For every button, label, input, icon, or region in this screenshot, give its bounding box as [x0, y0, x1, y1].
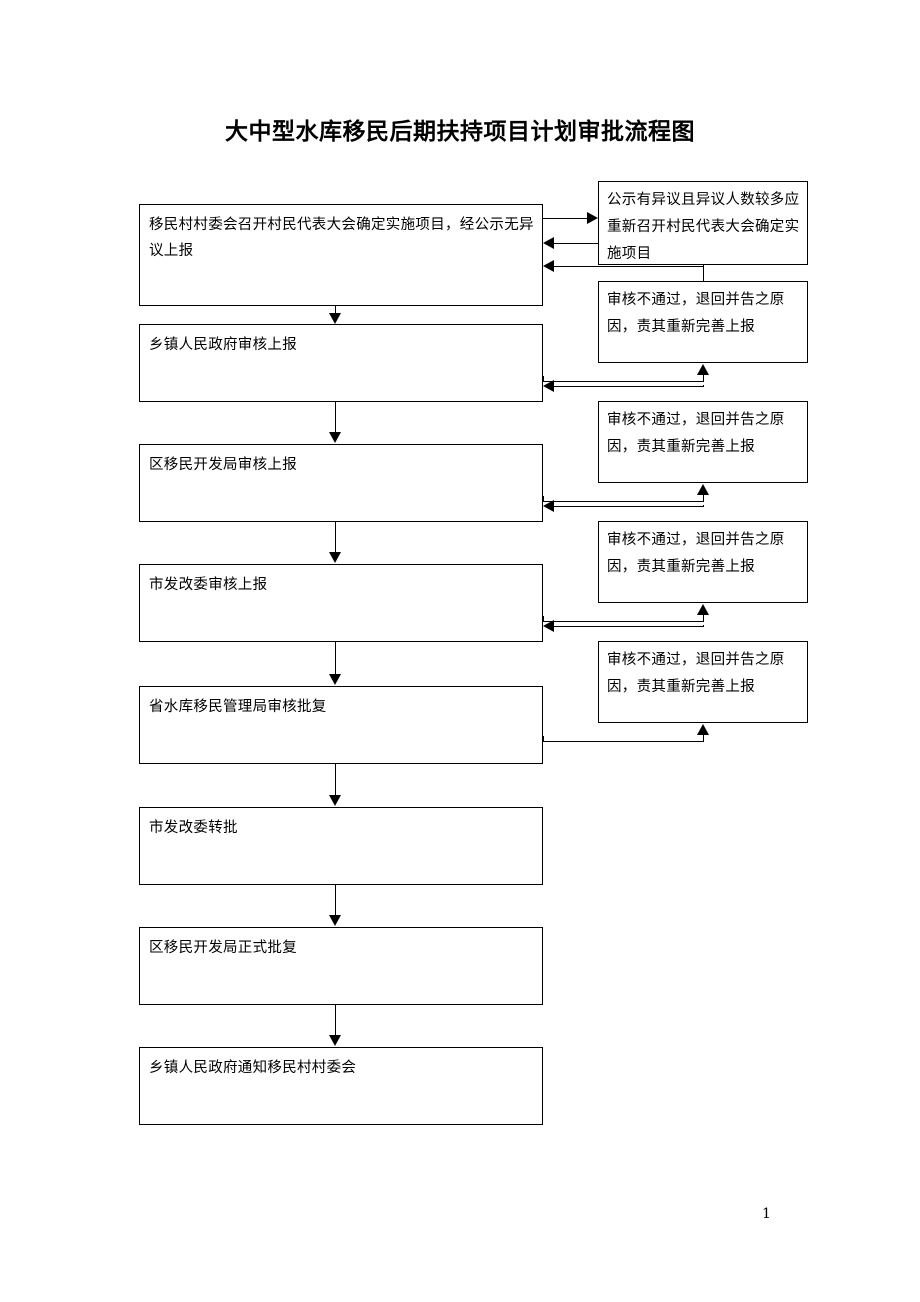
connector-step5-to-note5-riser [543, 736, 544, 742]
flow-node-label: 乡镇人民政府审核上报 [149, 337, 297, 353]
flow-note-label: 审核不通过，退回并告之原因，责其重新完善上报 [607, 412, 785, 455]
flow-node-step7[interactable]: 区移民开发局正式批复 [139, 927, 543, 1005]
flow-node-label: 市发改委审核上报 [149, 577, 268, 593]
connector-step3-to-note3-up [703, 494, 704, 502]
connector-step6-step7 [335, 885, 336, 916]
arrow-left-icon [543, 237, 554, 249]
arrow-down-icon [329, 432, 341, 443]
arrow-up-icon [697, 484, 709, 495]
arrow-down-icon [329, 1035, 341, 1046]
flow-node-label: 区移民开发局审核上报 [149, 457, 297, 473]
connector-step4-step5 [335, 642, 336, 675]
flow-note-label: 审核不通过，退回并告之原因，责其重新完善上报 [607, 532, 785, 575]
flow-note-note1[interactable]: 公示有异议且异议人数较多应重新召开村民代表大会确定实施项目 [598, 181, 808, 265]
flow-node-step5[interactable]: 省水库移民管理局审核批复 [139, 686, 543, 764]
connector-note2-riser [703, 265, 704, 282]
flow-node-step8[interactable]: 乡镇人民政府通知移民村村委会 [139, 1047, 543, 1125]
flow-node-step2[interactable]: 乡镇人民政府审核上报 [139, 324, 543, 402]
connector-step4-to-note4 [543, 621, 703, 622]
connector-note1-to-step1 [549, 243, 598, 244]
connector-step5-to-note5-up [703, 734, 704, 742]
arrow-left-icon [543, 380, 554, 392]
flow-note-label: 审核不通过，退回并告之原因，责其重新完善上报 [607, 292, 785, 335]
flow-node-step3[interactable]: 区移民开发局审核上报 [139, 444, 543, 522]
arrow-down-icon [329, 552, 341, 563]
flow-note-label: 公示有异议且异议人数较多应重新召开村民代表大会确定实施项目 [607, 192, 800, 262]
flow-node-label: 区移民开发局正式批复 [149, 940, 297, 956]
connector-step2-step3 [335, 402, 336, 433]
flow-note-note4[interactable]: 审核不通过，退回并告之原因，责其重新完善上报 [598, 521, 808, 603]
connector-step4-to-note4-up [703, 614, 704, 622]
page-number: 1 [762, 1206, 771, 1222]
connector-note2-to-step1 [549, 266, 704, 267]
arrow-down-icon [329, 795, 341, 806]
flow-note-note2[interactable]: 审核不通过，退回并告之原因，责其重新完善上报 [598, 281, 808, 363]
arrow-down-icon [329, 915, 341, 926]
connector-step7-step8 [335, 1005, 336, 1036]
flow-note-note5[interactable]: 审核不通过，退回并告之原因，责其重新完善上报 [598, 641, 808, 723]
flow-node-label: 乡镇人民政府通知移民村村委会 [149, 1060, 357, 1076]
arrow-up-icon [697, 724, 709, 735]
flow-node-label: 移民村村委会召开村民代表大会确定实施项目，经公示无异议上报 [149, 217, 534, 259]
flow-node-step6[interactable]: 市发改委转批 [139, 807, 543, 885]
connector-step2-to-note2 [543, 381, 703, 382]
flow-node-label: 省水库移民管理局审核批复 [149, 699, 327, 715]
connector-step4-to-note4-riser [543, 616, 544, 622]
flow-note-note3[interactable]: 审核不通过，退回并告之原因，责其重新完善上报 [598, 401, 808, 483]
connector-step2-to-note2-up [703, 374, 704, 382]
flow-node-step4[interactable]: 市发改委审核上报 [139, 564, 543, 642]
connector-step2-to-note2-riser [543, 376, 544, 382]
connector-note3-to-step2 [549, 386, 704, 387]
connector-step1-to-note1 [543, 218, 590, 219]
connector-note5-to-step4 [549, 626, 704, 627]
connector-step1-step2 [335, 306, 336, 314]
arrow-left-icon [543, 260, 554, 272]
arrow-up-icon [697, 364, 709, 375]
connector-step5-to-note5 [543, 741, 703, 742]
connector-note4-to-step3 [549, 506, 704, 507]
arrow-left-icon [543, 620, 554, 632]
connector-step3-to-note3 [543, 501, 703, 502]
page-title: 大中型水库移民后期扶持项目计划审批流程图 [225, 118, 695, 145]
arrow-left-icon [543, 500, 554, 512]
arrow-down-icon [329, 674, 341, 685]
arrow-up-icon [697, 604, 709, 615]
flow-node-step1[interactable]: 移民村村委会召开村民代表大会确定实施项目，经公示无异议上报 [139, 204, 543, 306]
flow-node-label: 市发改委转批 [149, 820, 238, 836]
arrow-right-icon [587, 212, 598, 224]
arrow-down-icon [329, 313, 341, 324]
connector-step3-step4 [335, 522, 336, 553]
flow-note-label: 审核不通过，退回并告之原因，责其重新完善上报 [607, 652, 785, 695]
connector-step5-step6 [335, 764, 336, 796]
connector-step3-to-note3-riser [543, 496, 544, 502]
